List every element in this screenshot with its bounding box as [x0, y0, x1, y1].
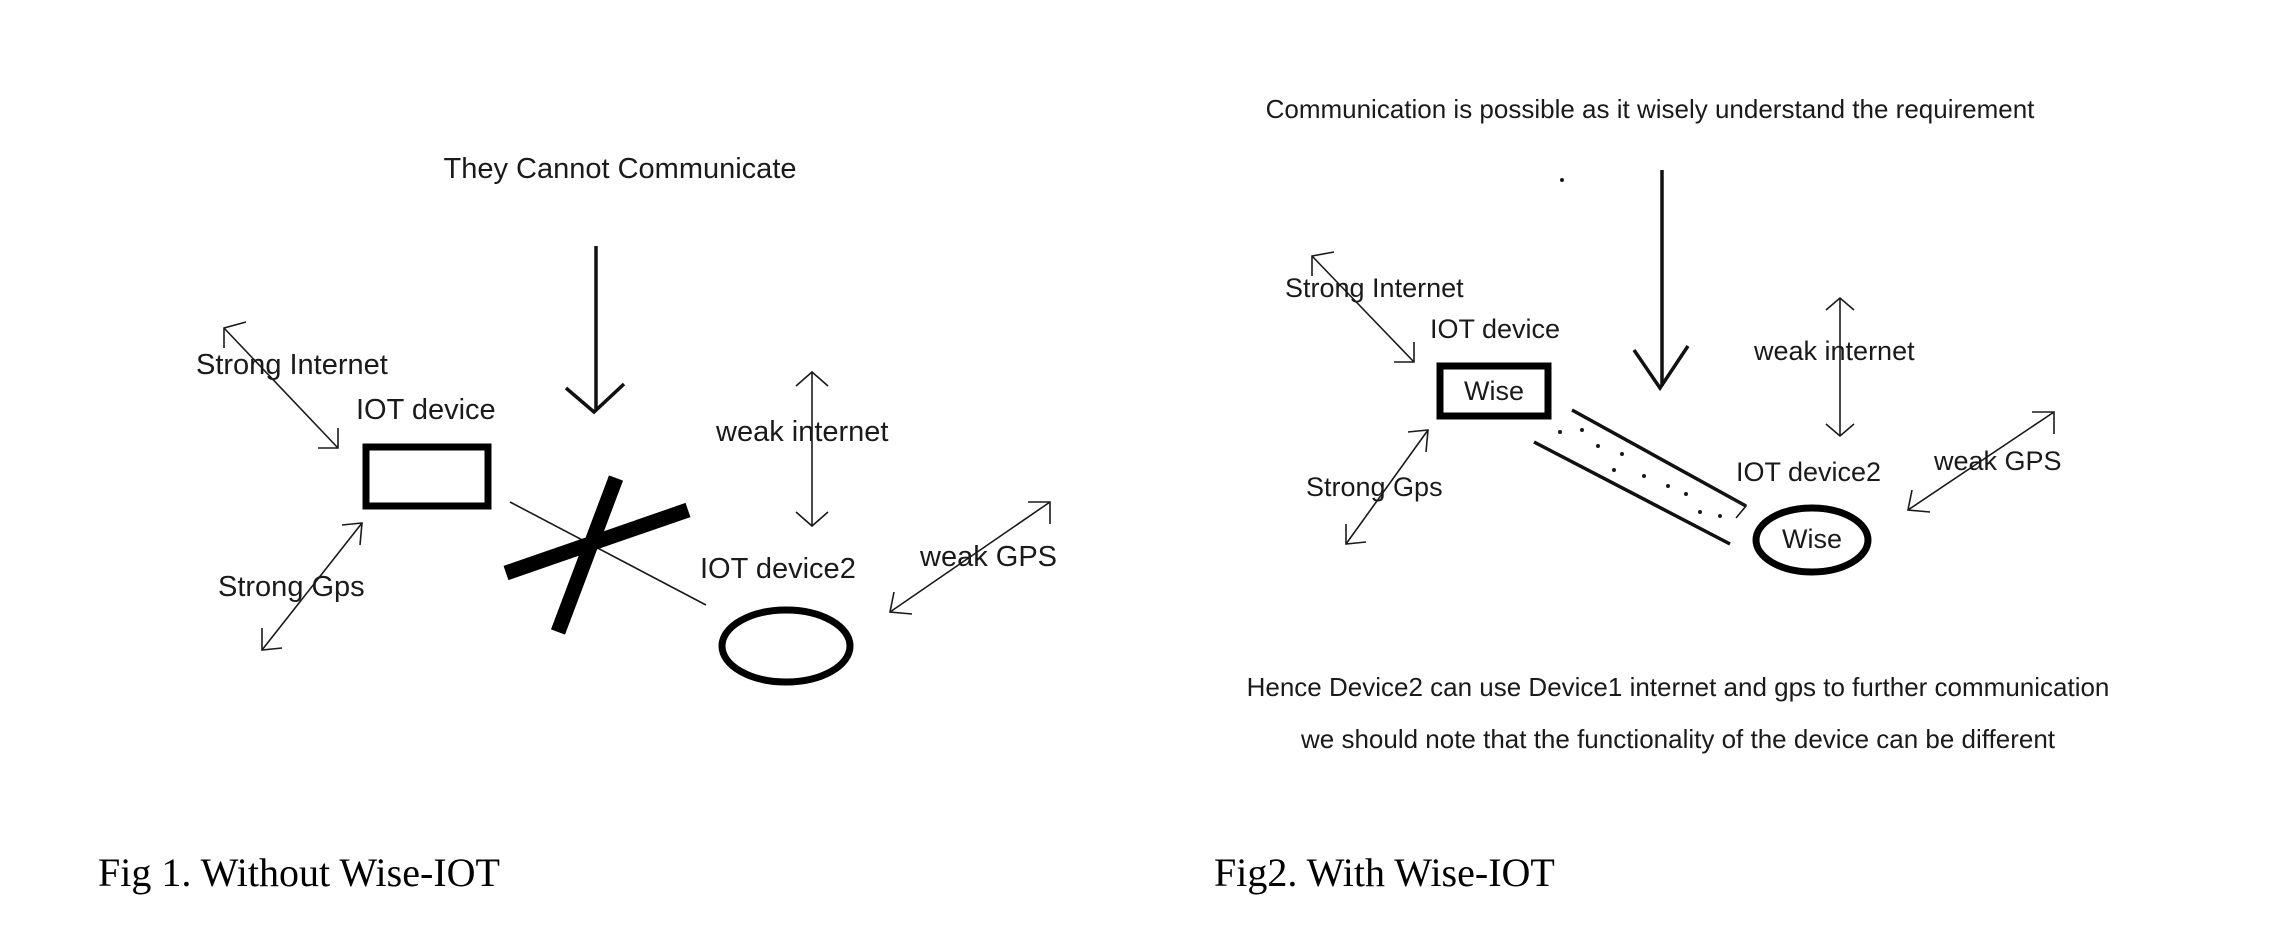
fig1-connection-line	[509, 501, 707, 606]
fig2-weak-internet-label: weak internet	[1753, 336, 1915, 366]
fig2-caption: Fig2. With Wise-IOT	[1214, 850, 1555, 895]
fig2-device2-label: IOT device2	[1736, 457, 1881, 487]
fig1-device1-label: IOT device	[356, 394, 496, 426]
fig1-device2-label: IOT device2	[700, 553, 856, 585]
fig2-down-arrow	[1632, 170, 1690, 392]
fig2-strong-gps-label: Strong Gps	[1306, 472, 1443, 502]
fig1-panel: They Cannot Communicate Strong Internet …	[98, 153, 1057, 895]
fig1-down-arrow	[564, 246, 626, 415]
fig2-weak-gps-arrow	[1907, 411, 2055, 513]
fig1-weak-gps-arrow	[889, 501, 1051, 615]
fig2-strong-gps-arrow	[1345, 429, 1429, 545]
fig1-device1-box	[362, 443, 492, 510]
fig1-strong-gps-label: Strong Gps	[218, 571, 365, 603]
fig2-note-line1: Hence Device2 can use Device1 internet a…	[1247, 672, 2110, 702]
fig2-strong-internet-label: Strong Internet	[1285, 273, 1464, 303]
fig2-channel-dots	[1558, 428, 1722, 518]
fig2-note-line2: we should note that the functionality of…	[1300, 724, 2056, 754]
fig2-communication-channel	[1533, 408, 1748, 546]
fig2-strong-internet-arrow	[1311, 251, 1415, 363]
fig2-heading: Communication is possible as it wisely u…	[1266, 94, 2036, 124]
fig1-strong-internet-label: Strong Internet	[196, 349, 388, 381]
fig2-device1-label: IOT device	[1430, 314, 1560, 344]
fig1-weak-internet-arrow	[795, 370, 829, 528]
fig1-heading: They Cannot Communicate	[444, 153, 797, 185]
fig2-stray-dot	[1560, 178, 1564, 182]
fig2-device1-inner-label: Wise	[1464, 376, 1524, 406]
fig2-panel: Communication is possible as it wisely u…	[1214, 94, 2109, 895]
fig1-weak-internet-label: weak internet	[715, 416, 889, 448]
fig1-strong-internet-arrow	[223, 321, 339, 449]
fig1-cross-mark	[503, 475, 691, 635]
fig1-device2-ellipse	[718, 606, 854, 686]
fig1-strong-gps-arrow	[261, 522, 363, 651]
fig2-weak-gps-label: weak GPS	[1933, 446, 2062, 476]
fig2-device1-box	[1436, 362, 1552, 420]
fig2-device2-ellipse	[1752, 504, 1872, 576]
fig1-weak-gps-label: weak GPS	[919, 541, 1057, 573]
fig2-weak-internet-arrow	[1825, 296, 1855, 438]
fig1-caption: Fig 1. Without Wise-IOT	[98, 850, 500, 895]
fig2-device2-inner-label: Wise	[1782, 524, 1842, 554]
